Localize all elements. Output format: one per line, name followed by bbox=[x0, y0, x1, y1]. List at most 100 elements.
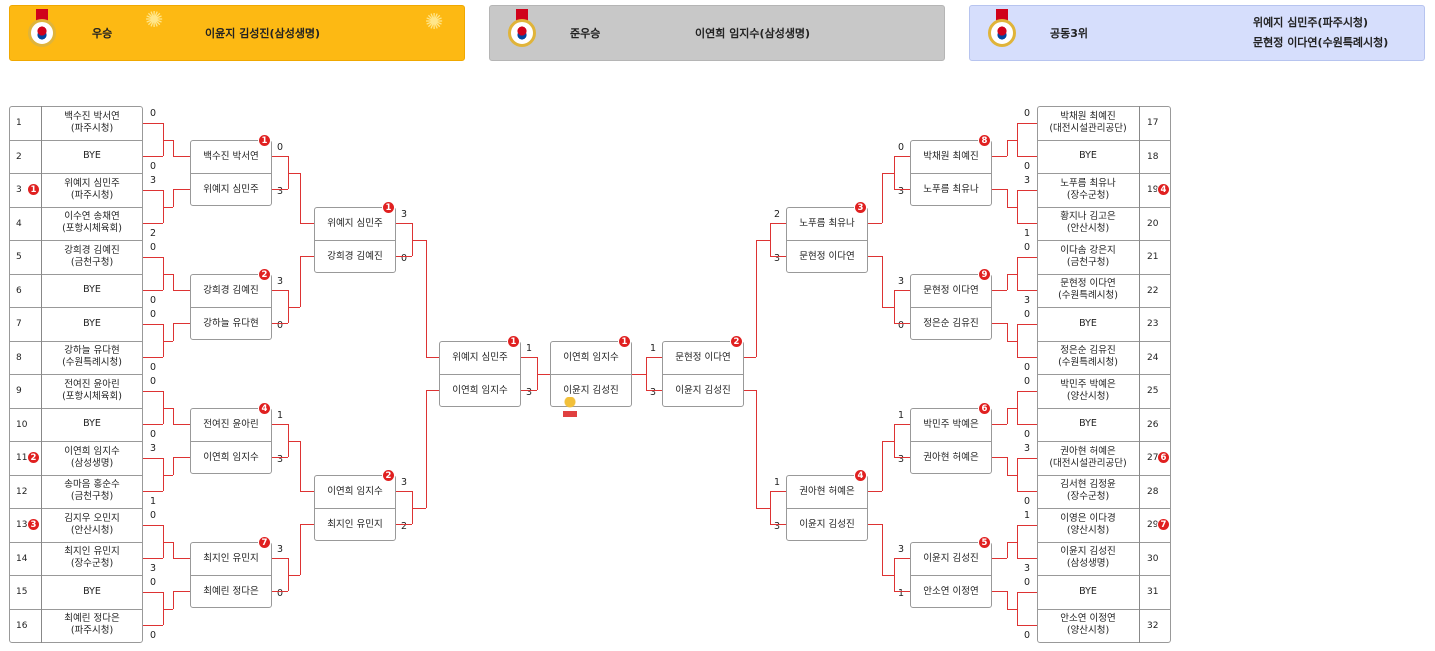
team-name[interactable]: 백수진 박서연(파주시청) bbox=[64, 110, 120, 134]
team-name[interactable]: 전여진 윤아린 bbox=[203, 418, 259, 430]
team-name[interactable]: 위예지 심민주 bbox=[452, 351, 508, 363]
team-name[interactable]: 박채원 최예진(대전시설관리공단) bbox=[1049, 110, 1127, 134]
team-name[interactable]: 이윤지 김성진(삼성생명) bbox=[1060, 546, 1116, 570]
rank-badge: 5 bbox=[978, 536, 991, 549]
match-divider bbox=[550, 374, 632, 375]
team-name[interactable]: 이윤지 김성진 bbox=[675, 384, 731, 396]
match-score: 3 bbox=[277, 454, 284, 465]
connector-line bbox=[992, 189, 1007, 190]
team-name[interactable]: 박민주 박예은 bbox=[923, 418, 979, 430]
connector-line bbox=[894, 591, 910, 592]
match-divider bbox=[439, 374, 521, 375]
team-name[interactable]: 박민주 박예은(양산시청) bbox=[1060, 378, 1116, 402]
connector-line bbox=[143, 256, 163, 258]
match-score: 3 bbox=[401, 477, 408, 488]
team-name[interactable]: BYE bbox=[1079, 418, 1097, 430]
team-name[interactable]: 강희경 김예진 bbox=[203, 284, 259, 296]
team-name[interactable]: 강하늘 유다현(수원특례시청) bbox=[62, 345, 122, 369]
team-name[interactable]: BYE bbox=[1079, 150, 1097, 162]
connector-line bbox=[537, 357, 538, 390]
rank-badge: 7 bbox=[1157, 518, 1170, 531]
team-name[interactable]: 이다솜 강은지(금천구청) bbox=[1060, 244, 1116, 268]
row-divider bbox=[1037, 206, 1171, 208]
team-name[interactable]: 안소연 이정연(양산시청) bbox=[1060, 613, 1116, 637]
match-divider bbox=[910, 307, 992, 308]
connector-line bbox=[1017, 524, 1037, 526]
team-name[interactable]: 위예지 심민주(파주시청) bbox=[64, 177, 120, 201]
team-name[interactable]: 문현정 이다연(수원특례시청) bbox=[1058, 278, 1118, 302]
team-name[interactable]: BYE bbox=[83, 317, 101, 329]
team-name[interactable]: BYE bbox=[1079, 585, 1097, 597]
team-name[interactable]: BYE bbox=[83, 284, 101, 296]
match-divider bbox=[190, 173, 272, 174]
team-name[interactable]: 전여진 윤아린(포항시체육회) bbox=[62, 378, 122, 402]
connector-line bbox=[173, 541, 174, 558]
team-name[interactable]: 노푸름 최유나 bbox=[799, 217, 855, 229]
team-name[interactable]: 박채원 최예진 bbox=[923, 150, 979, 162]
seed-number: 31 bbox=[1147, 587, 1159, 597]
seed-number: 21 bbox=[1147, 252, 1159, 262]
team-name[interactable]: 이연희 임지수 bbox=[327, 485, 383, 497]
team-name[interactable]: 최예린 정다은 bbox=[203, 585, 259, 597]
match-divider bbox=[910, 575, 992, 576]
team-name[interactable]: 백수진 박서연 bbox=[203, 150, 259, 162]
match-score: 1 bbox=[277, 410, 284, 421]
match-score: 0 bbox=[277, 320, 284, 331]
team-name[interactable]: 김서현 김정윤(장수군청) bbox=[1060, 479, 1116, 503]
connector-line bbox=[882, 172, 883, 223]
team-name[interactable]: 이윤지 김성진 bbox=[799, 518, 855, 530]
team-name[interactable]: 정은순 김유진(수원특례시청) bbox=[1058, 345, 1118, 369]
connector-line bbox=[163, 206, 173, 208]
team-name[interactable]: 정은순 김유진 bbox=[923, 317, 979, 329]
team-name[interactable]: 권아현 허예은 bbox=[799, 485, 855, 497]
team-name[interactable]: 위예지 심민주 bbox=[203, 183, 259, 195]
connector-line bbox=[163, 608, 173, 610]
connector-line bbox=[1007, 273, 1008, 290]
team-name[interactable]: 문현정 이다연 bbox=[923, 284, 979, 296]
team-name[interactable]: 이연희 임지수 bbox=[452, 384, 508, 396]
team-name[interactable]: 문현정 이다연 bbox=[799, 250, 855, 262]
team-name[interactable]: 이연희 임지수 bbox=[563, 351, 619, 363]
match-score: 0 bbox=[277, 588, 284, 599]
team-name[interactable]: 노푸름 최유나 bbox=[923, 183, 979, 195]
connector-line bbox=[868, 256, 882, 257]
connector-line bbox=[1017, 256, 1037, 258]
connector-line bbox=[143, 625, 163, 627]
team-name[interactable]: 강희경 김예진(금천구청) bbox=[64, 244, 120, 268]
team-name[interactable]: 이영은 이다경(양산시청) bbox=[1060, 512, 1116, 536]
row-divider bbox=[1037, 340, 1171, 342]
team-name[interactable]: 황지나 김고은(안산시청) bbox=[1060, 211, 1116, 235]
team-name[interactable]: 최지인 유민지(장수군청) bbox=[64, 546, 120, 570]
connector-line bbox=[300, 172, 301, 223]
team-name[interactable]: 이수연 송채연(포항시체육회) bbox=[62, 211, 122, 235]
team-name[interactable]: BYE bbox=[83, 418, 101, 430]
team-name[interactable]: 안소연 이정연 bbox=[923, 585, 979, 597]
team-name[interactable]: 강희경 김예진 bbox=[327, 250, 383, 262]
team-name[interactable]: 김지우 오민지(안산시청) bbox=[64, 512, 120, 536]
team-name[interactable]: BYE bbox=[83, 150, 101, 162]
team-name[interactable]: 최지인 유민지 bbox=[203, 552, 259, 564]
team-name[interactable]: BYE bbox=[1079, 317, 1097, 329]
team-name[interactable]: 문현정 이다연 bbox=[675, 351, 731, 363]
team-name[interactable]: 권아현 허예은(대전시설관리공단) bbox=[1049, 445, 1127, 469]
connector-line bbox=[1017, 558, 1037, 560]
connector-line bbox=[894, 156, 910, 157]
team-name[interactable]: BYE bbox=[83, 585, 101, 597]
team-name[interactable]: 송마음 홍순수(금천구청) bbox=[64, 479, 120, 503]
team-name[interactable]: 이연희 임지수(삼성생명) bbox=[64, 445, 120, 469]
match-score: 1 bbox=[898, 588, 905, 599]
team-score: 3 bbox=[1024, 443, 1031, 454]
team-name[interactable]: 이윤지 김성진 bbox=[923, 552, 979, 564]
connector-line bbox=[412, 239, 426, 241]
team-name[interactable]: 권아현 허예은 bbox=[923, 451, 979, 463]
team-name[interactable]: 최예린 정다은(파주시청) bbox=[64, 613, 120, 637]
team-name[interactable]: 노푸름 최유나(장수군청) bbox=[1060, 177, 1116, 201]
team-name[interactable]: 이연희 임지수 bbox=[203, 451, 259, 463]
match-score: 1 bbox=[526, 343, 533, 354]
team-name[interactable]: 위예지 심민주 bbox=[327, 217, 383, 229]
team-name[interactable]: 최지인 유민지 bbox=[327, 518, 383, 530]
connector-line bbox=[1007, 407, 1017, 409]
team-name[interactable]: 강하늘 유다현 bbox=[203, 317, 259, 329]
team-name[interactable]: 이윤지 김성진 bbox=[563, 384, 619, 396]
connector-line bbox=[894, 457, 910, 458]
